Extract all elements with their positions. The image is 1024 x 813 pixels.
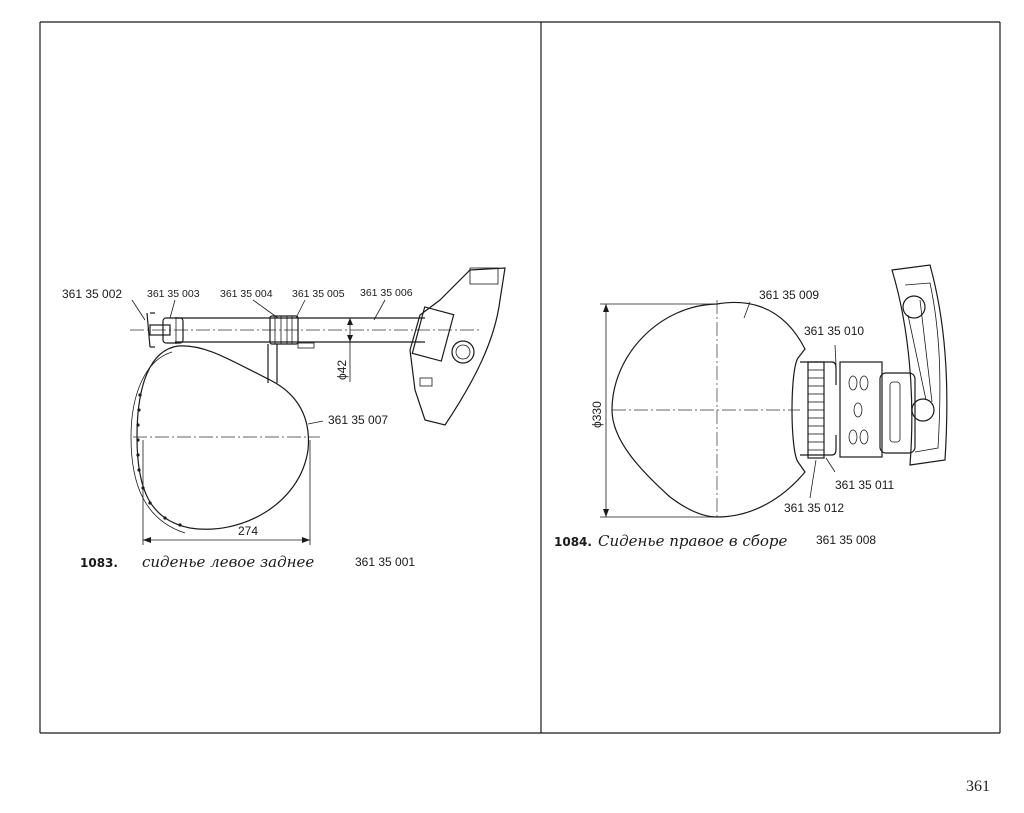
- figure-1084-drawing: [600, 264, 948, 520]
- callout-361-35-010: 361 35 010: [804, 324, 864, 338]
- dimension-diameter-330: ϕ330: [590, 401, 604, 428]
- callout-361-35-005: 361 35 005: [292, 288, 345, 300]
- callout-361-35-004: 361 35 004: [220, 288, 273, 300]
- callout-361-35-012: 361 35 012: [784, 501, 844, 515]
- page-number: 361: [966, 778, 990, 795]
- callout-361-35-007: 361 35 007: [328, 413, 388, 427]
- figure-number: 1084.: [554, 535, 592, 549]
- figure-1083-labels: 361 35 002 361 35 003 361 35 004 361 35 …: [62, 287, 415, 571]
- figure-1084-labels: 361 35 009 361 35 010 361 35 011 361 35 …: [554, 288, 894, 550]
- dimension-diameter-42: ϕ42: [335, 360, 349, 380]
- callout-361-35-006: 361 35 006: [360, 287, 413, 299]
- figure-caption: Сиденье правое в сборе: [598, 532, 788, 550]
- spring-coils: [808, 369, 824, 451]
- figure-1083-drawing: [130, 267, 506, 545]
- page-frame: [39, 21, 1001, 734]
- figure-number: 1083.: [80, 556, 118, 570]
- assembly-part-number: 361 35 008: [816, 533, 876, 547]
- callout-361-35-011: 361 35 011: [835, 478, 894, 492]
- callout-361-35-002: 361 35 002: [62, 287, 122, 301]
- dimension-width-274: 274: [238, 524, 258, 538]
- figure-caption: сиденье левое заднее: [142, 553, 314, 571]
- callout-361-35-009: 361 35 009: [759, 288, 819, 302]
- assembly-part-number: 361 35 001: [355, 555, 415, 569]
- callout-361-35-003: 361 35 003: [147, 288, 200, 300]
